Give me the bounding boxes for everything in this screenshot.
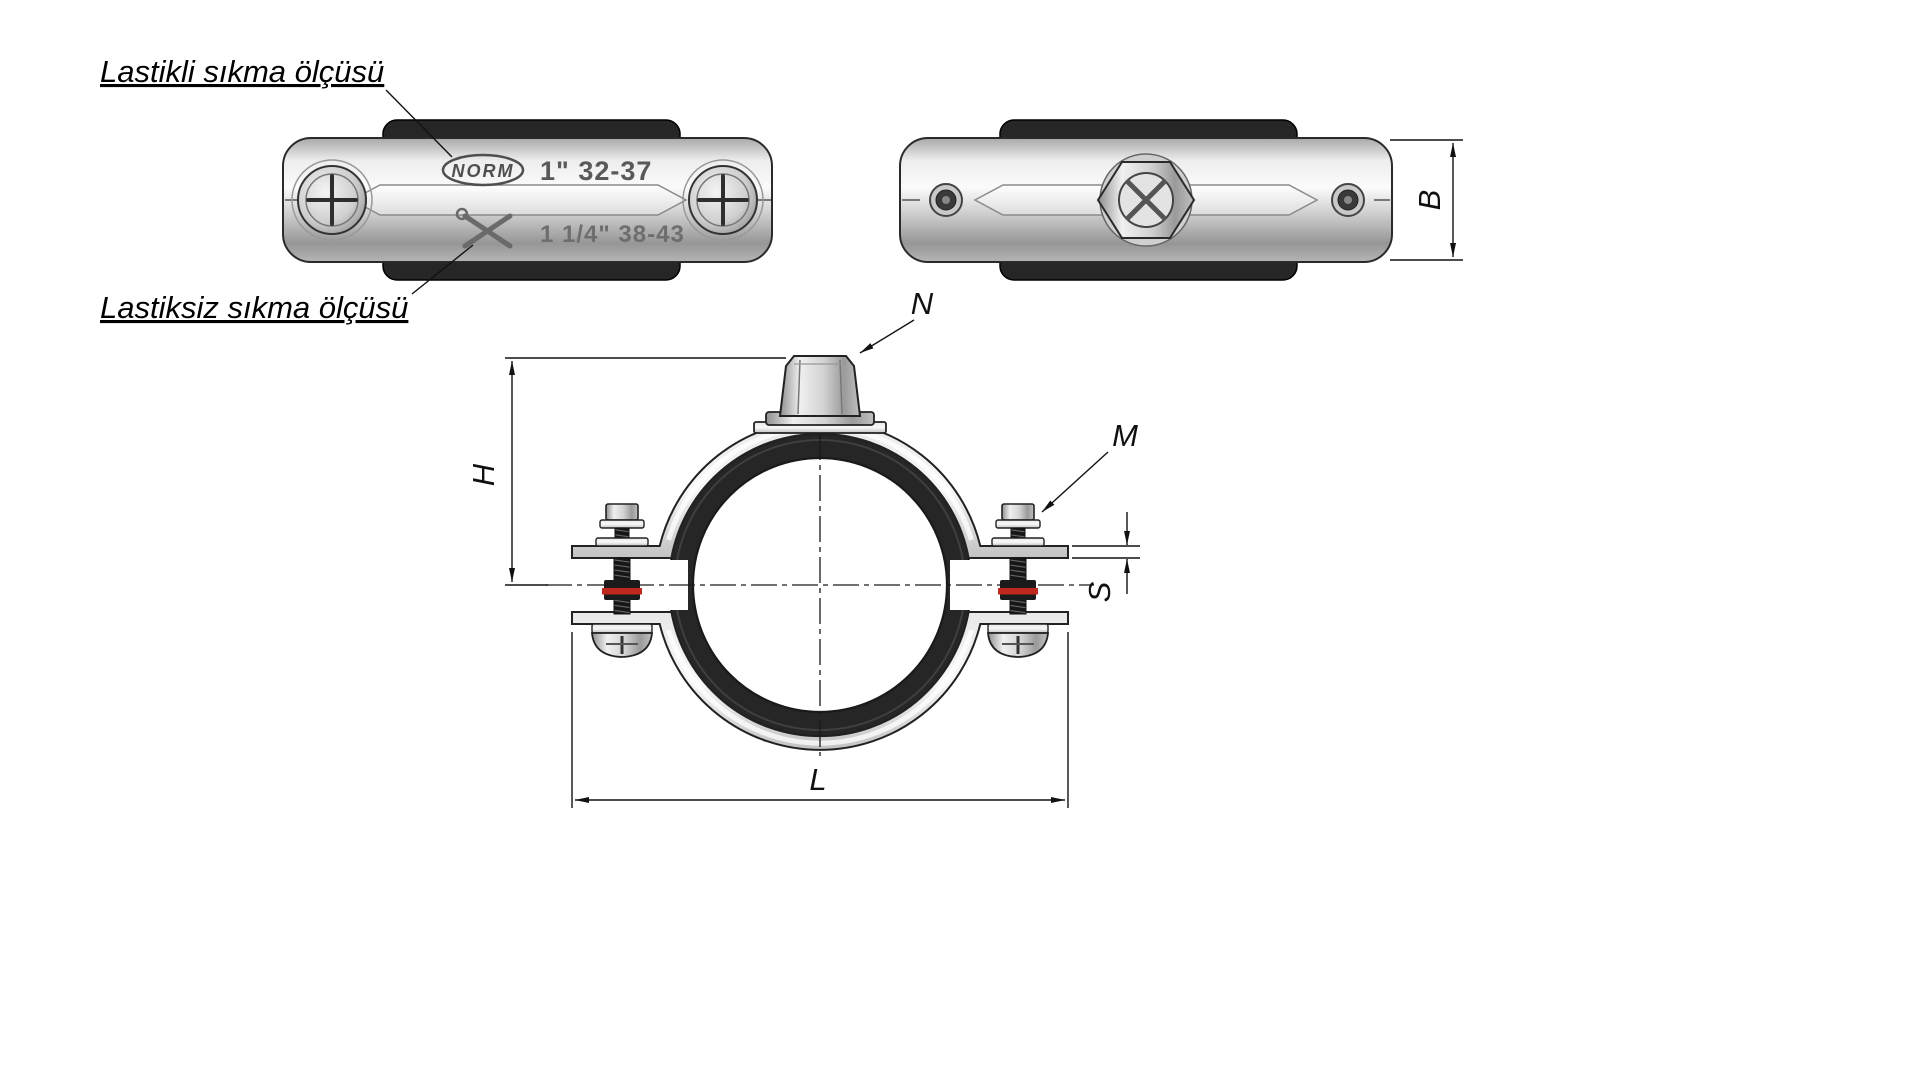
top-view-nut-side [899, 119, 1393, 281]
dim-label-B: B [1412, 190, 1447, 211]
combi-screw-right-top-view [682, 159, 764, 241]
tension-screw-right [987, 503, 1049, 658]
red-lock-washer [998, 588, 1038, 595]
nut-facet-line-left [797, 359, 801, 415]
screw-boss [291, 159, 373, 241]
brand-logo-oval [441, 153, 525, 187]
tool-stroke-2 [462, 213, 513, 249]
dim-label-H: H [466, 463, 501, 486]
screw-hex-head [1001, 503, 1035, 521]
callout-leader-with-rubber [385, 89, 453, 158]
screw-boss [682, 159, 764, 241]
clamp-band [282, 137, 773, 263]
size-marking-with-rubber: 1" 32-37 [540, 156, 652, 186]
band-hole-left [929, 183, 963, 217]
front-view [546, 355, 1094, 756]
band-ridge-panel [350, 184, 688, 216]
hole-center [942, 196, 950, 204]
size-marking-without-rubber: 1 1/4" 38-43 [540, 221, 685, 248]
combi-screw-left-top-view [291, 159, 373, 241]
dim-label-L: L [809, 762, 826, 797]
screw-hex-head [605, 503, 639, 521]
screw-washer-upper [995, 519, 1041, 529]
tool-ring [455, 207, 469, 221]
band-lower-half [571, 611, 1069, 751]
callout-M: M [1041, 418, 1138, 513]
hole-center [1344, 196, 1352, 204]
callout-N: N [859, 286, 934, 354]
cross-slot-2 [1125, 179, 1167, 221]
dimension-B: B [1390, 139, 1463, 261]
screw-flange-washer [991, 537, 1045, 547]
red-lock-washer [602, 588, 642, 595]
leader-line [859, 319, 915, 354]
screw-washer-lower [591, 623, 653, 634]
dim-label-S: S [1082, 581, 1117, 602]
hex-nut-body [778, 355, 862, 417]
hex-nut-top-view [1096, 153, 1196, 247]
leader-line [1041, 451, 1109, 513]
crossed-tools-icon [455, 207, 513, 249]
dimension-H: H [466, 357, 786, 586]
band-upper-half [571, 419, 1069, 559]
dim-label-M: M [1112, 418, 1138, 453]
dim-label-N: N [911, 286, 934, 321]
band-hole-right [1331, 183, 1365, 217]
screw-washer-lower [987, 623, 1049, 634]
brand-logo-text: NORM [452, 161, 515, 181]
screw-washer-upper [599, 519, 645, 529]
top-view-marked-side: NORM 1" 32-37 1 1/4" 38-43 [282, 119, 773, 281]
dimension-S: S [1072, 512, 1140, 602]
screw-flange-washer [595, 537, 649, 547]
callout-leader-without-rubber [411, 244, 474, 295]
connection-nut-assembly [753, 355, 887, 434]
callout-with-rubber: Lastikli sıkma ölçüsü [100, 54, 384, 89]
callout-without-rubber: Lastiksiz sıkma ölçüsü [100, 290, 408, 325]
dimension-L: L [571, 632, 1069, 808]
nut-facet-line-right [839, 359, 843, 415]
